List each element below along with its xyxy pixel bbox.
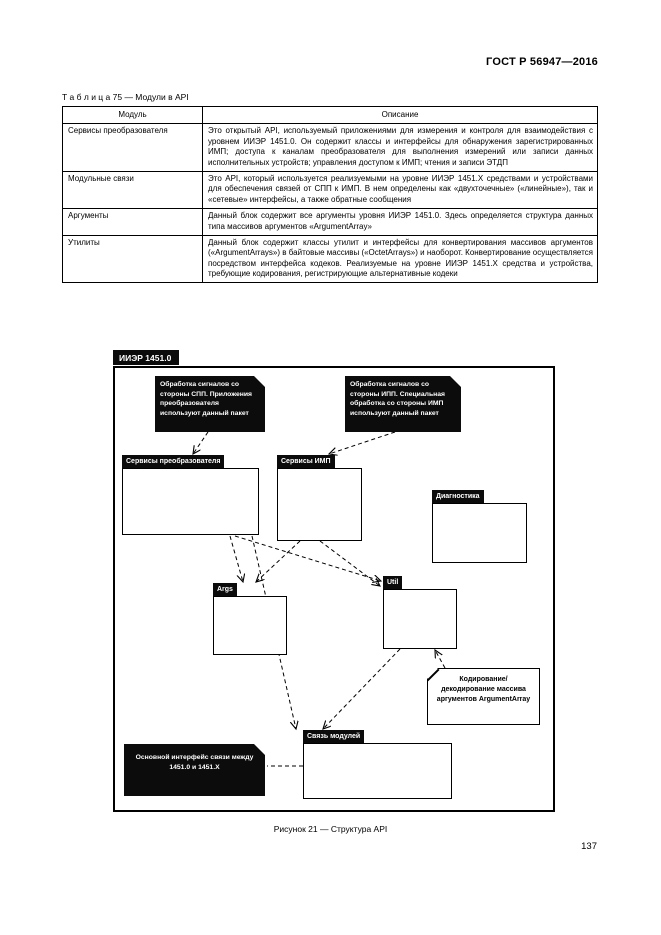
note-spp: Обработка сигналов со стороны СПП. Прило… xyxy=(155,376,265,432)
api-structure-diagram: ИИЭР 1451.0 Обработка сиг xyxy=(113,350,556,813)
column-header-description: Описание xyxy=(202,105,598,125)
figure-caption: Рисунок 21 — Структура API xyxy=(273,824,388,834)
table-row: Модульные связи Это API, который использ… xyxy=(62,170,598,210)
cell-module: Аргументы xyxy=(62,208,203,236)
package-module-link-body xyxy=(303,743,452,800)
document-number: ГОСТ Р 56947—2016 xyxy=(486,56,598,68)
package-diagnostics: Диагностика xyxy=(432,490,527,564)
note-main-interface-text: Основной интерфейс связи между 1451.0 и … xyxy=(135,754,254,771)
package-transducer-services-body xyxy=(122,468,259,536)
package-diagnostics-label: Диагностика xyxy=(432,490,484,504)
cell-module: Утилиты xyxy=(62,234,203,284)
note-codec-text: Кодирование/ декодирование массива аргум… xyxy=(436,676,531,703)
package-imp-services-label: Сервисы ИМП xyxy=(277,455,335,469)
package-diagnostics-body xyxy=(432,503,527,564)
page-number: 137 xyxy=(581,841,597,852)
cell-module: Модульные связи xyxy=(62,170,203,210)
note-ipp: Обработка сигналов со стороны ИПП. Специ… xyxy=(345,376,461,432)
package-util-body xyxy=(383,589,457,650)
package-util: Util xyxy=(383,576,457,650)
package-imp-services-body xyxy=(277,468,362,542)
column-header-module: Модуль xyxy=(62,105,203,125)
table-row: Сервисы преобразователя Это открытый API… xyxy=(62,123,598,172)
table-row: Утилиты Данный блок содержит классы утил… xyxy=(62,234,598,284)
cell-description: Это открытый API, используемый приложени… xyxy=(202,123,598,172)
cell-description: Данный блок содержит классы утилит и инт… xyxy=(202,234,598,284)
modules-table: Модуль Описание Сервисы преобразователя … xyxy=(62,105,598,284)
package-transducer-services: Сервисы преобразователя xyxy=(122,455,259,536)
package-args-body xyxy=(213,596,287,656)
cell-module: Сервисы преобразователя xyxy=(62,123,203,172)
note-main-interface: Основной интерфейс связи между 1451.0 и … xyxy=(124,744,265,796)
table-caption: Т а б л и ц а 75 — Модули в API xyxy=(62,92,189,102)
cell-description: Это API, который используется реализуемы… xyxy=(202,170,598,210)
package-args-label: Args xyxy=(213,583,237,597)
package-module-link-label: Связь модулей xyxy=(303,730,365,744)
package-module-link: Связь модулей xyxy=(303,730,452,800)
table-row: Аргументы Данный блок содержит все аргум… xyxy=(62,208,598,236)
package-util-label: Util xyxy=(383,576,403,590)
package-args: Args xyxy=(213,583,287,656)
note-spp-text: Обработка сигналов со стороны СПП. Прило… xyxy=(160,381,252,417)
note-codec: Кодирование/ декодирование массива аргум… xyxy=(427,668,540,725)
table-header-row: Модуль Описание xyxy=(62,105,598,125)
package-imp-services: Сервисы ИМП xyxy=(277,455,362,542)
note-ipp-text: Обработка сигналов со стороны ИПП. Специ… xyxy=(350,381,445,417)
package-transducer-services-label: Сервисы преобразователя xyxy=(122,455,225,469)
cell-description: Данный блок содержит все аргументы уровн… xyxy=(202,208,598,236)
frame-tab: ИИЭР 1451.0 xyxy=(113,350,180,366)
